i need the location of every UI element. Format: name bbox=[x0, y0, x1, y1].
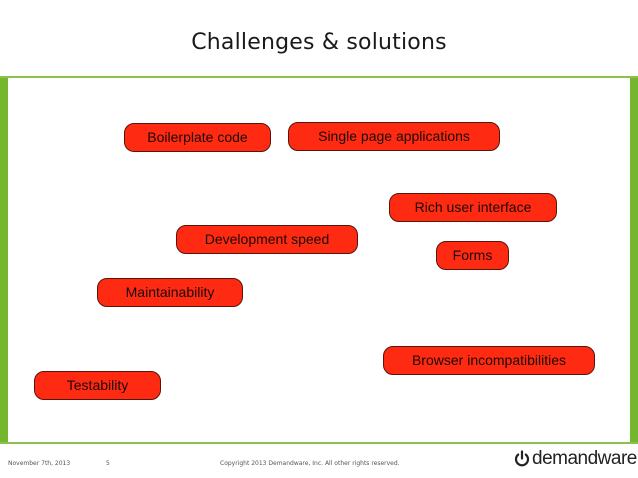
tag-browser-incompatibilities: Browser incompatibilities bbox=[383, 346, 595, 375]
demandware-logo: demandware bbox=[514, 447, 637, 471]
logo-text: demandware bbox=[532, 448, 637, 469]
footer: November 7th, 2013 5 Copyright 2013 Dema… bbox=[0, 442, 638, 478]
power-icon bbox=[514, 450, 530, 467]
title-band: Challenges & solutions bbox=[0, 0, 638, 78]
top-green-rule bbox=[0, 76, 638, 78]
tag-development-speed: Development speed bbox=[176, 225, 358, 254]
tag-maintainability: Maintainability bbox=[97, 278, 243, 307]
tag-boilerplate-code: Boilerplate code bbox=[124, 123, 271, 152]
left-green-border bbox=[0, 78, 8, 442]
right-green-border bbox=[630, 78, 638, 442]
footer-copyright: Copyright 2013 Demandware, Inc. All othe… bbox=[220, 460, 400, 467]
footer-date: November 7th, 2013 bbox=[8, 460, 71, 467]
tag-forms: Forms bbox=[436, 241, 509, 270]
slide-title: Challenges & solutions bbox=[191, 30, 447, 55]
footer-page-number: 5 bbox=[106, 460, 110, 467]
tag-single-page-applications: Single page applications bbox=[288, 122, 500, 151]
tag-testability: Testability bbox=[34, 371, 161, 400]
tag-rich-user-interface: Rich user interface bbox=[389, 193, 557, 222]
